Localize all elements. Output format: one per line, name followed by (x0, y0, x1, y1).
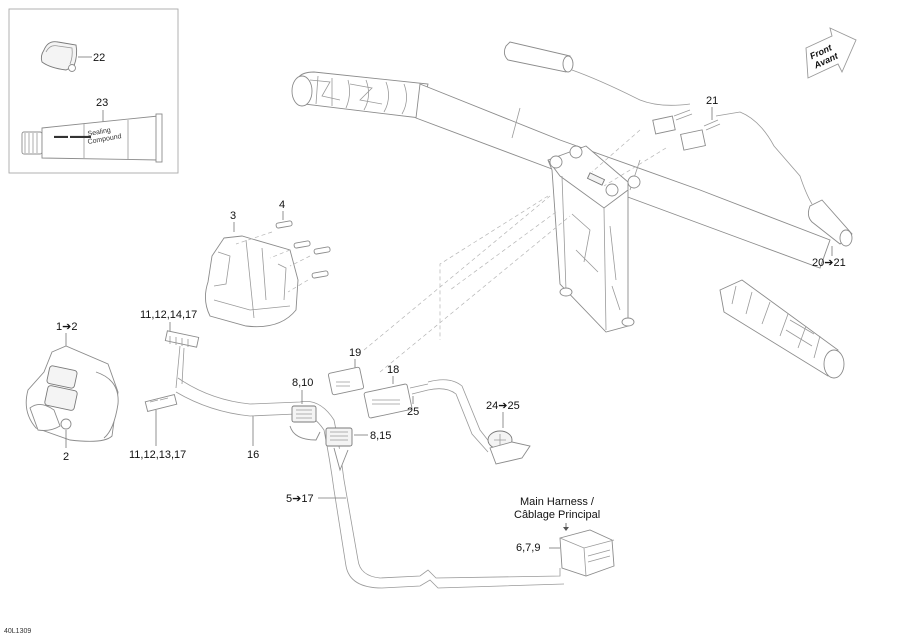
callout-1-2: 1➔2 (56, 321, 77, 333)
callout-3: 3 (230, 210, 236, 222)
heater-connectors (652, 109, 721, 151)
callout-20-21: 20➔21 (812, 257, 846, 269)
callout-8-10: 8,10 (292, 377, 313, 389)
callout-25: 25 (407, 406, 419, 418)
connector-lower (144, 393, 178, 413)
callout-19: 19 (349, 347, 361, 359)
switch-housing (205, 235, 299, 328)
callout-11-12-13-17: 11,12,13,17 (129, 449, 186, 461)
callout-4: 4 (279, 199, 285, 211)
callout-18: 18 (387, 364, 399, 376)
screws (235, 220, 331, 293)
main-harness-connector (559, 529, 615, 577)
handlebar-riser (547, 145, 641, 333)
connector-8-15 (325, 427, 353, 472)
drawing-id: 40L1309 (4, 628, 31, 635)
inset-box: 22 23 ▬▬ ▬▬▬ Sealing Compound (8, 8, 179, 174)
svg-text:Sealing: Sealing (87, 127, 111, 138)
connector-8-10 (289, 405, 321, 441)
callout-5-17: 5➔17 (286, 493, 314, 505)
main-harness-label-line1: Main Harness / (520, 496, 595, 508)
main-harness-label-line2: Câblage Principal (514, 509, 600, 521)
callout-6-7-9: 6,7,9 (516, 542, 540, 554)
callout-21: 21 (706, 95, 718, 107)
grip-heater-left (503, 41, 691, 106)
callout-22: 22 (93, 52, 105, 64)
callout-23: 23 (96, 97, 108, 109)
wire-clip-part (40, 41, 78, 72)
callout-8-15: 8,15 (370, 430, 391, 442)
sealing-compound-tube: ▬▬ ▬▬▬ Sealing Compound (21, 113, 163, 163)
switch-24 (487, 430, 531, 465)
switch-assembly (25, 345, 119, 442)
connector-upper (164, 330, 200, 348)
connector-19 (327, 366, 365, 396)
wire-harness (175, 377, 565, 589)
callout-24-25: 24➔25 (486, 400, 520, 412)
svg-text:▬▬ ▬▬▬: ▬▬ ▬▬▬ (54, 133, 91, 140)
front-direction-arrow: Front Avant (805, 27, 857, 79)
callout-11-12-14-17: 11,12,14,17 (140, 309, 197, 321)
grip-heater-right (715, 111, 853, 247)
handlebar (291, 71, 845, 379)
callout-16: 16 (247, 449, 259, 461)
connector-18 (363, 383, 429, 419)
callout-2: 2 (63, 451, 69, 463)
